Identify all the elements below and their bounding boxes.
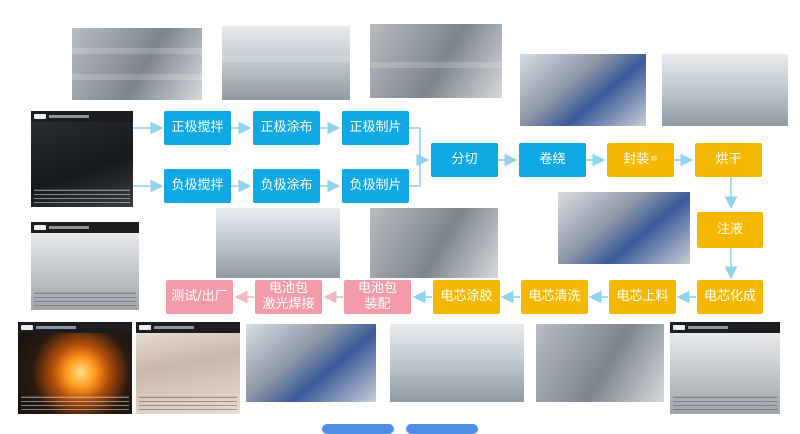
- electrode-cutting-photo: [370, 24, 502, 98]
- cell-cleaning-photo: [370, 208, 498, 278]
- step-packaging-label: 封装: [623, 151, 650, 167]
- step-formation: 电芯化成: [697, 280, 763, 314]
- bottom-tab-right: [406, 424, 478, 434]
- winding-machine-photo: [520, 54, 646, 126]
- step-negative-coating: 负极涂布: [253, 169, 320, 203]
- step-negative-mixing: 负极搅拌: [164, 169, 231, 203]
- laser-welding-photo: [216, 208, 340, 278]
- bottom-tab-left: [322, 424, 394, 434]
- step-test-shipping: 测试/出厂: [166, 280, 233, 314]
- step-pack-laser-welding: 电池包 激光焊接: [255, 280, 322, 314]
- step-cell-gluing: 电芯涂胶: [433, 280, 500, 314]
- step-drying: 烘干: [695, 143, 762, 177]
- step-winding: 卷绕: [519, 143, 586, 177]
- package-mark: ≡: [650, 154, 658, 165]
- step-cell-loading: 电芯上料: [609, 280, 676, 314]
- robot-arm-factory-photo: [662, 54, 788, 126]
- step-positive-cutting: 正极制片: [342, 111, 409, 145]
- mixing-machine-photo: [72, 28, 202, 100]
- battery-pack-photo: [136, 322, 240, 414]
- cell-loading-photo: [390, 324, 524, 402]
- injection-machine-photo: [558, 192, 690, 264]
- coating-line-photo: [222, 26, 350, 100]
- step-cell-cleaning: 电芯清洗: [521, 280, 588, 314]
- step-pack-assembly: 电池包 装配: [344, 280, 411, 314]
- fire-test-photo: [18, 322, 132, 414]
- step-packaging: 封装≡: [607, 143, 674, 177]
- arrow: [409, 127, 430, 167]
- step-negative-cutting: 负极制片: [342, 169, 409, 203]
- pack-assembly-photo: [246, 324, 376, 402]
- step-positive-coating: 正极涂布: [253, 111, 320, 145]
- step-injection: 注液: [697, 212, 763, 248]
- production-line-photo: [536, 324, 664, 402]
- arrow: [409, 160, 421, 187]
- step-positive-mixing: 正极搅拌: [164, 111, 231, 145]
- material-info-card: [31, 111, 133, 207]
- step-slitting: 分切: [431, 143, 498, 177]
- module-stack-photo: [670, 322, 780, 414]
- safety-info-card: [31, 222, 139, 310]
